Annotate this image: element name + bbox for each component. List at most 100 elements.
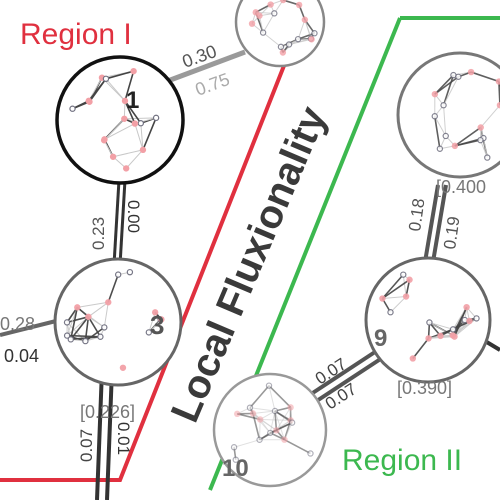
network-bond — [454, 318, 477, 338]
network-atom — [301, 16, 309, 23]
network-bond — [66, 316, 89, 324]
network-bond — [274, 410, 278, 431]
node-right — [396, 51, 500, 179]
network-bond — [412, 337, 430, 359]
network-bond — [381, 274, 404, 300]
node-1-label: 1 — [126, 87, 139, 114]
network-atom — [100, 137, 108, 144]
bracket-right: [0.400 — [436, 177, 486, 197]
edge-label-n3-down-b: 0.01 — [114, 422, 133, 455]
network-atom — [126, 268, 134, 276]
network-atom — [259, 29, 267, 36]
network-bond — [252, 413, 261, 440]
network-bond — [268, 385, 276, 412]
network-atom — [249, 410, 257, 417]
network-atom — [279, 49, 287, 56]
network-bond — [148, 312, 156, 333]
network-atom — [256, 436, 263, 443]
network-bond — [84, 326, 105, 342]
network-atom — [379, 295, 386, 302]
network-atom — [232, 456, 239, 463]
network-atom — [152, 114, 160, 122]
network-atom — [230, 444, 238, 451]
network-bond — [284, 438, 311, 455]
network-atom — [307, 450, 314, 457]
network-bond — [262, 13, 275, 33]
network-atom — [69, 105, 76, 112]
network-atom — [279, 0, 287, 4]
network-bond — [454, 126, 482, 147]
network-bond — [433, 116, 441, 149]
network-bond — [84, 316, 90, 342]
network-bond — [140, 123, 144, 150]
network-atom — [248, 20, 256, 27]
network-bond — [87, 316, 102, 338]
network-atom — [436, 145, 444, 152]
network-atom — [484, 154, 491, 161]
network-bond — [381, 279, 410, 300]
network-atom — [463, 303, 470, 311]
network-bond — [77, 301, 109, 308]
node-1 — [55, 55, 185, 185]
network-bond — [124, 100, 136, 124]
network-bond — [105, 78, 126, 102]
network-atom — [473, 315, 480, 322]
network-bond — [288, 38, 312, 45]
network-atom — [288, 419, 296, 426]
network-atom — [63, 319, 71, 326]
network-atom — [139, 146, 147, 154]
network-atom — [295, 1, 303, 9]
network-bond — [275, 407, 292, 431]
edge-label-n3-left-b: 0.04 — [4, 346, 39, 366]
node-top — [234, 0, 326, 68]
network-atom — [477, 136, 484, 144]
network-bond — [249, 385, 270, 409]
network-atom — [74, 304, 81, 311]
network-atom — [131, 120, 139, 127]
network-atom — [63, 332, 71, 339]
network-atom — [256, 12, 263, 19]
network-bond — [104, 123, 136, 140]
network-atom — [85, 97, 92, 105]
network-bond — [268, 385, 292, 408]
region2-title: Region II — [342, 444, 462, 477]
network-bond — [70, 316, 90, 340]
network-atom — [311, 30, 318, 37]
network-atom — [277, 43, 285, 51]
region1-boundary — [0, 0, 312, 482]
network-bond — [482, 138, 488, 158]
node-9 — [364, 256, 492, 384]
network-atom — [387, 309, 394, 316]
network-atom — [97, 333, 104, 340]
network-atom — [451, 142, 459, 150]
node-3-label: 3 — [150, 310, 164, 340]
network-atom — [308, 36, 315, 43]
network-atom — [400, 271, 407, 278]
edge-n9-n10-2 — [304, 356, 384, 410]
network-bond — [142, 117, 157, 151]
network-atom — [281, 436, 288, 443]
network-atom — [256, 416, 264, 423]
edge-label-right-n9-a: 0.18 — [405, 197, 428, 232]
node-9-label: 9 — [374, 325, 387, 352]
network-bond — [443, 105, 447, 137]
network-bond — [382, 296, 407, 300]
network-atom — [442, 132, 449, 140]
edge-n1-n3-2 — [118, 179, 127, 266]
network-atom — [440, 102, 447, 109]
network-bond — [252, 413, 271, 434]
network-bond — [237, 413, 261, 421]
network-bond — [124, 100, 142, 124]
node-10-label: 10 — [222, 455, 249, 482]
network-bond — [103, 118, 125, 141]
network-atom — [137, 120, 144, 127]
network-atom — [151, 309, 159, 316]
network-bond — [453, 306, 468, 337]
network-bond — [269, 410, 276, 434]
network-atom — [109, 153, 117, 160]
network-atom — [426, 319, 433, 326]
network-bond — [402, 274, 407, 297]
network-bond — [233, 439, 260, 448]
network-atom — [67, 336, 74, 343]
network-atom — [273, 427, 280, 434]
